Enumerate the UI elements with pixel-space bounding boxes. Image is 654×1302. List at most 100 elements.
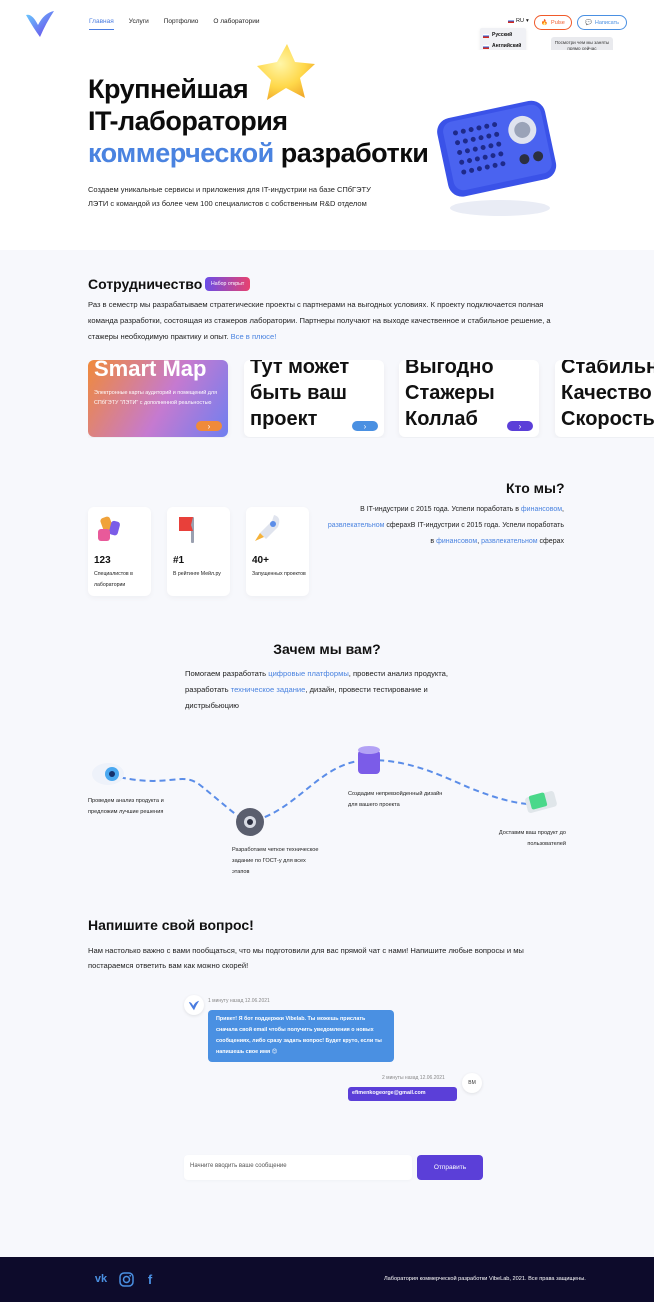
write-label: Написать [594, 19, 619, 26]
stat-card: 40+ Запущенных проектов [246, 507, 309, 596]
flag-icon [179, 517, 194, 543]
instagram-icon[interactable] [117, 1270, 135, 1288]
why-text: Помогаем разработать цифровые платформы,… [185, 666, 475, 714]
nav-about[interactable]: О лаборатории [213, 18, 260, 25]
stat-label: В рейтинге Мейл.ру [173, 571, 221, 577]
step-1: Проведем анализ продукта и предложим луч… [88, 798, 164, 815]
process-path [92, 746, 557, 836]
gear-icon [236, 808, 264, 836]
lang-option-ru[interactable]: Русский [483, 30, 523, 41]
star-illustration-icon [257, 44, 315, 100]
card-desc: Электронные карты аудиторий и помещений … [94, 390, 217, 406]
rocket-icon [255, 515, 280, 541]
cooperation-title: Сотрудничество [88, 276, 203, 292]
why-text-part: Помогаем разработать [185, 669, 267, 678]
ru-flag-icon [508, 19, 514, 23]
footer [0, 1257, 654, 1302]
stat-card: 123 Специалистов в лаборатории [88, 507, 151, 596]
who-link-finance[interactable]: финансовом [520, 506, 563, 513]
lang-option-label: Английский [492, 43, 522, 49]
avatar: ВМ [462, 1073, 482, 1093]
step-2: Разработаем четкое техническое задание п… [232, 847, 319, 875]
instagram-glyph [118, 1271, 134, 1287]
step-3: Создадим непревзойденный дизайн для ваше… [348, 791, 443, 808]
project-card[interactable]: Выгодно Стажеры Коллаб › [399, 360, 539, 437]
project-card[interactable]: Стабильно Качество Скорость [555, 360, 654, 437]
chat-text: Нам настолько важно с вами пообщаться, ч… [88, 946, 524, 970]
user-timestamp: 2 минуты назад 12.06.2021 [382, 1075, 445, 1081]
hero-title-line1: Крупнейшая [88, 74, 249, 104]
people-icon [98, 516, 120, 541]
chevron-down-icon: ▾ [525, 18, 529, 24]
nav-services[interactable]: Услуги [128, 18, 149, 25]
language-selector[interactable]: RU ▾ [508, 18, 529, 24]
stat-label: Запущенных проектов [252, 571, 306, 577]
nav-portfolio[interactable]: Портфолио [163, 18, 199, 25]
vibelab-logo[interactable] [24, 9, 56, 39]
arrow-right-icon[interactable]: › [352, 421, 378, 431]
why-text-part: , провести анализ продукта, разработать [185, 669, 449, 694]
cooperation-link[interactable]: Все в плюсе! [230, 332, 277, 341]
card-title: Стабильно Качество Скорость [561, 360, 654, 430]
project-card[interactable]: Тут может быть ваш проект › [244, 360, 384, 437]
fire-icon: 🔥 [541, 19, 549, 26]
pulse-button[interactable]: 🔥 Pulse [534, 15, 572, 30]
vk-icon[interactable]: vk [94, 1273, 108, 1285]
stat-label: Специалистов в лаборатории [94, 571, 133, 588]
hero-title-line2: IT-лаборатория [88, 106, 288, 136]
main-nav: Главная Услуги Портфолио О лаборатории [89, 18, 259, 30]
cooperation-text-body: Раз в семестр мы разрабатываем стратегич… [88, 300, 551, 341]
lang-option-en[interactable]: Английский [483, 41, 523, 52]
who-text-part: В IT-индустрии с 2015 года. Успели пораб… [360, 506, 519, 513]
hero-title-highlight: коммерческой [88, 138, 274, 168]
card-title: Выгодно Стажеры Коллаб [405, 360, 495, 430]
header: Главная Услуги Портфолио О лаборатории R… [0, 0, 654, 55]
copyright: Лаборатория коммерческой разработки Vibe… [384, 1276, 586, 1282]
card-title: Smart Map [94, 360, 207, 381]
who-text-part: сферахВ IT-индустрии с 2015 года. Успели… [386, 522, 564, 545]
bot-timestamp: 1 минуту назад 12.06.2021 [208, 998, 270, 1004]
pulse-label: Pulse [551, 19, 565, 26]
language-menu: Русский Английский [480, 28, 526, 54]
user-message: efimenkogeorge@gmail.com [348, 1087, 457, 1101]
card-title: Тут может быть ваш проект [250, 360, 350, 430]
chat-title: Напишите свой вопрос! [88, 917, 254, 933]
language-current: RU [516, 18, 524, 24]
eye-icon [92, 763, 124, 785]
step-4: Доставим ваш продукт до пользователей [498, 830, 566, 847]
why-title: Зачем мы вам? [273, 641, 381, 657]
cooperation-text: Раз в семестр мы разрабатываем стратегич… [88, 297, 566, 345]
message-input[interactable]: Начните вводить ваше сообщение [184, 1155, 412, 1180]
write-button[interactable]: 💬 Написать [577, 15, 627, 30]
why-text-part: , дизайн, провести тестирование и дистры… [185, 685, 428, 710]
hero-title: Крупнейшая IT-лаборатория коммерческой р… [88, 73, 429, 169]
nav-home[interactable]: Главная [89, 18, 114, 30]
stat-number: #1 [173, 555, 185, 566]
who-text: В IT-индустрии с 2015 года. Успели пораб… [327, 506, 564, 545]
lang-option-label: Русский [492, 32, 513, 38]
why-link-platforms[interactable]: цифровые платформы [268, 669, 349, 678]
who-text-part: сферах [539, 538, 564, 545]
project-card[interactable]: Smart Map Электронные карты аудиторий и … [88, 360, 228, 437]
send-button[interactable]: Отправить [417, 1155, 483, 1180]
stat-number: 123 [94, 555, 111, 566]
facebook-icon[interactable]: f [147, 1271, 153, 1287]
bot-avatar [184, 995, 204, 1015]
arrow-right-icon[interactable]: › [507, 421, 533, 431]
status-badge: Набор открыт [205, 277, 251, 291]
ru-flag-icon [483, 44, 489, 49]
radio-illustration-icon [437, 100, 557, 216]
paint-bucket-icon [358, 746, 380, 774]
who-link-entertainment[interactable]: развлекательном [481, 538, 538, 545]
hero-title-rest: разработки [280, 138, 429, 168]
arrow-right-icon[interactable]: › [196, 421, 222, 431]
who-link-entertainment[interactable]: развлекательном [327, 522, 385, 529]
stat-number: 40+ [252, 555, 269, 566]
why-link-spec[interactable]: техническое задание [230, 685, 306, 694]
who-link-finance[interactable]: финансовом [436, 538, 478, 545]
bot-message: Привет! Я бот поддержки Vibelab. Ты може… [208, 1010, 394, 1062]
who-title: Кто мы? [506, 480, 565, 496]
eraser-icon [525, 791, 557, 813]
ru-flag-icon [483, 33, 489, 38]
